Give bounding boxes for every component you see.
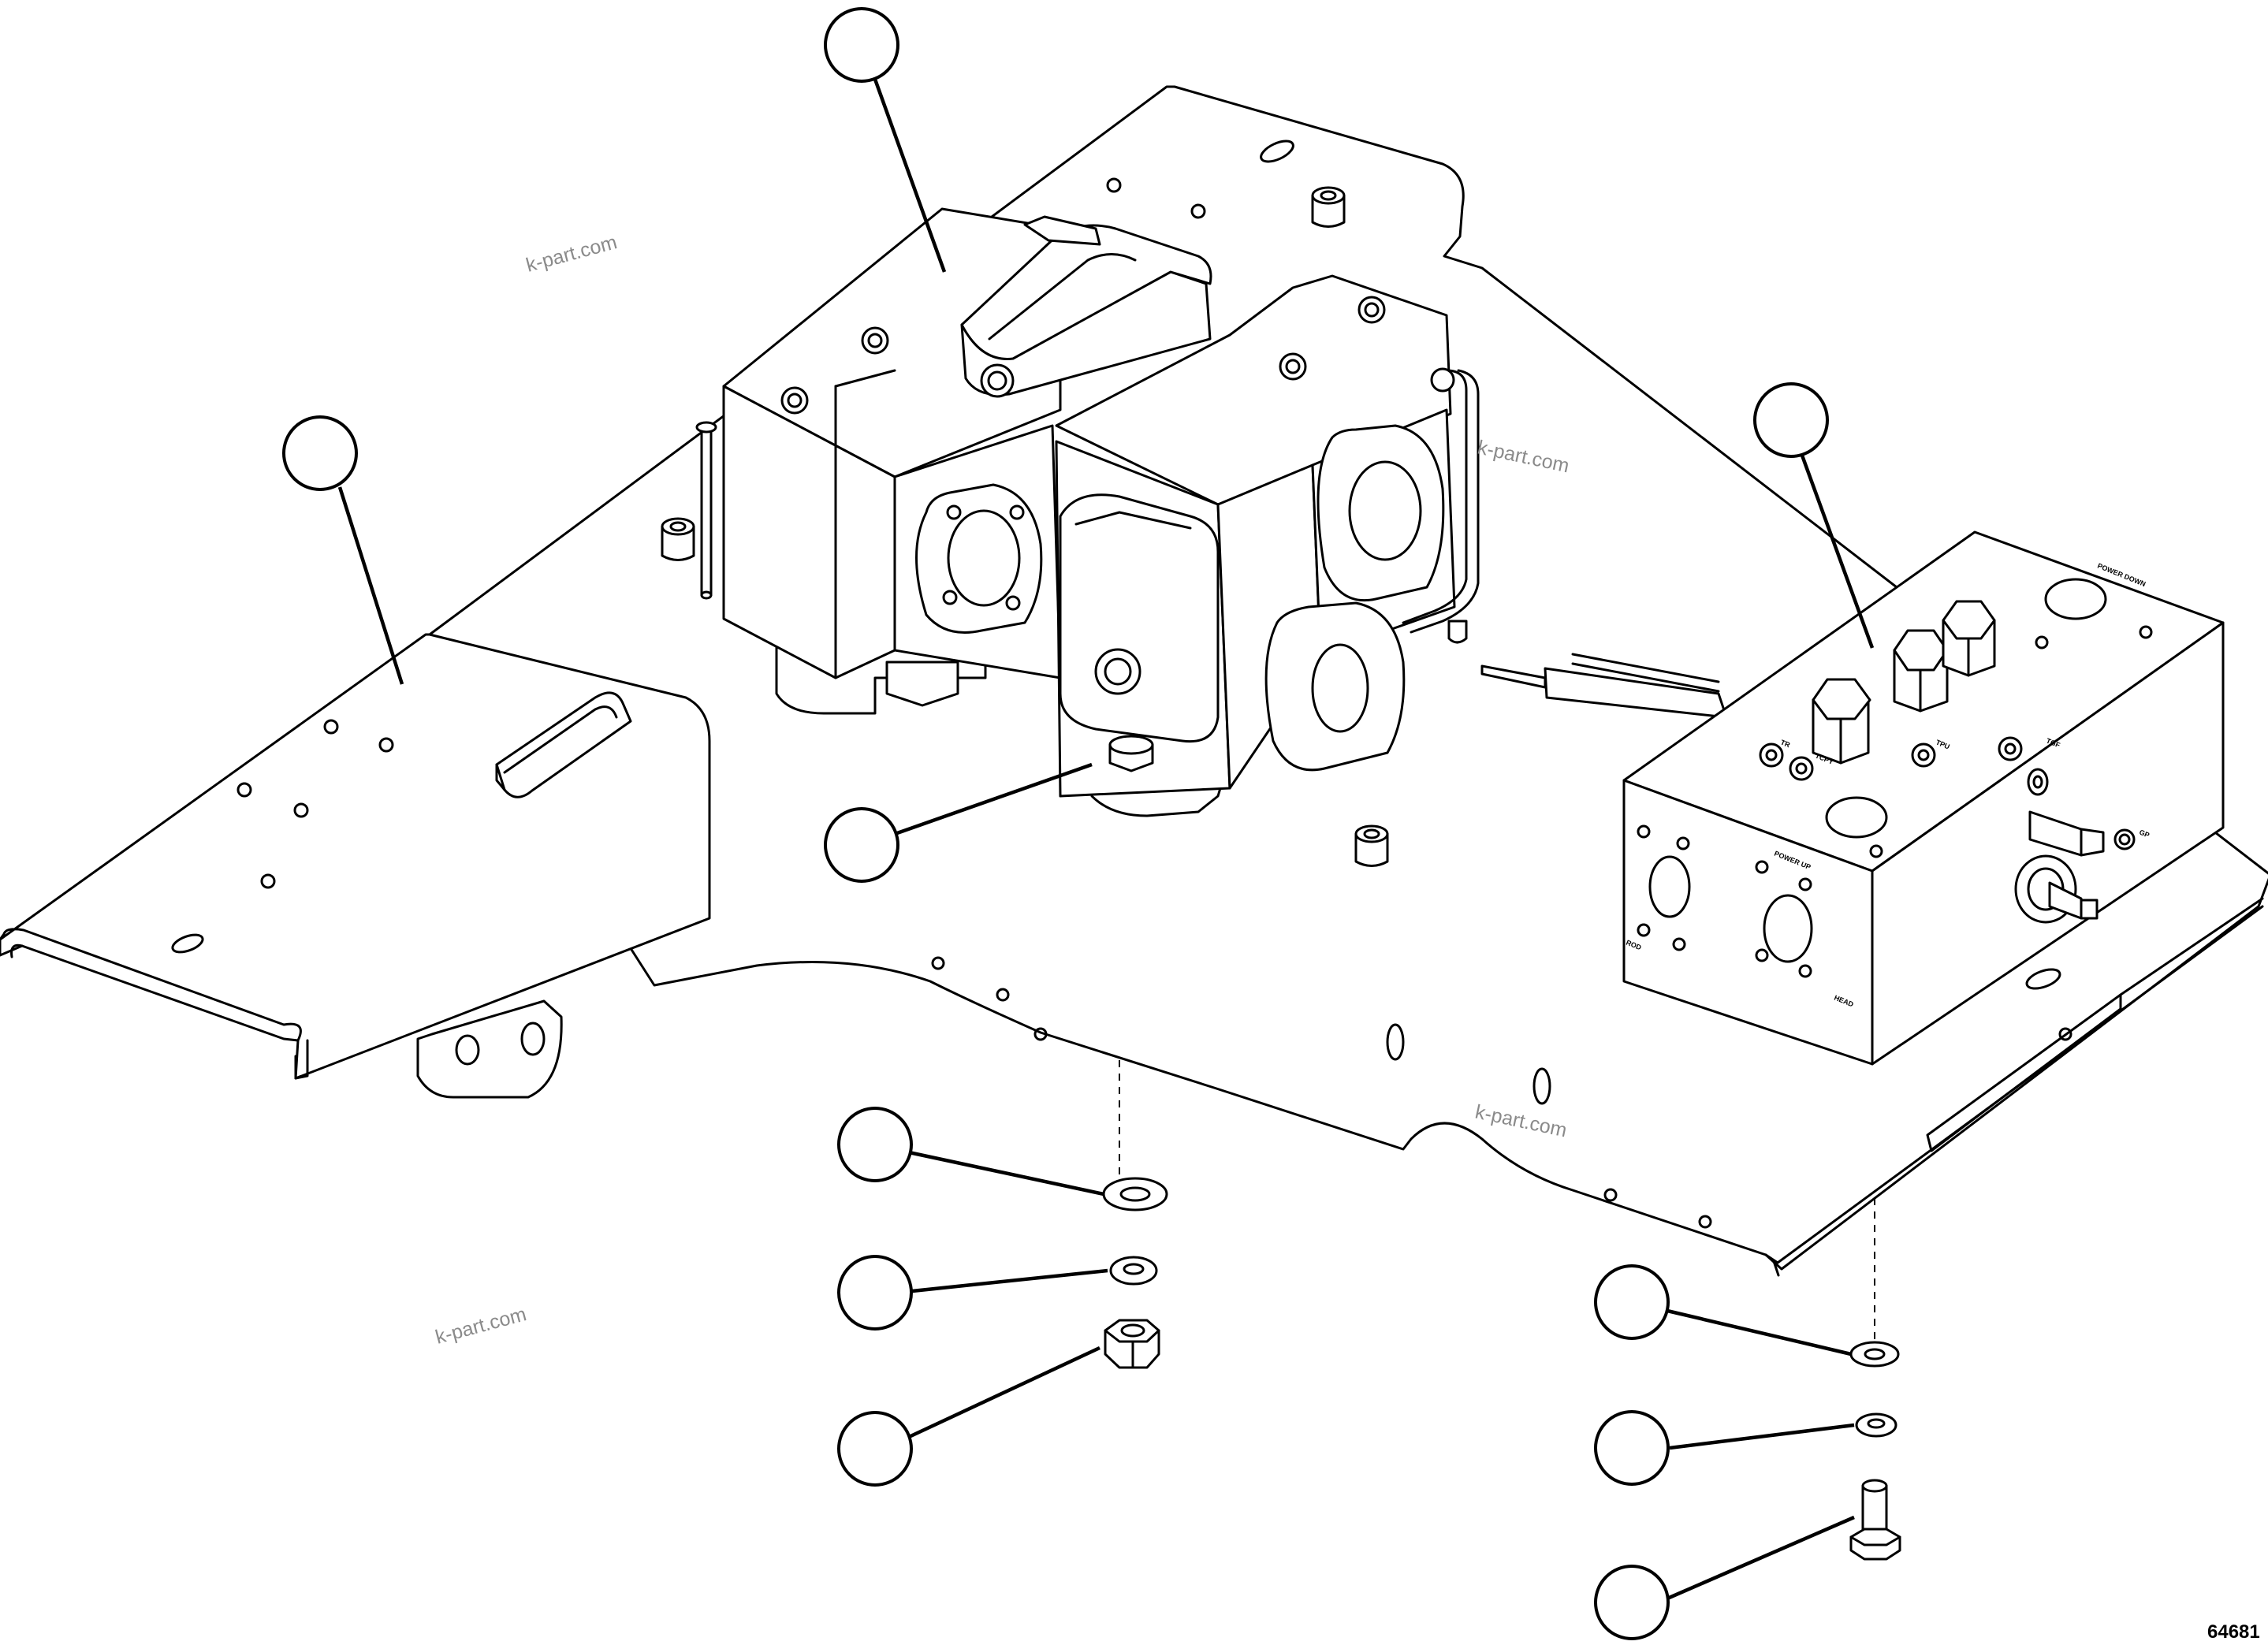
lock-washer-left xyxy=(1109,1256,1158,1286)
hex-bolt-lower xyxy=(1849,1479,1901,1561)
callout-mounting-plate xyxy=(282,415,358,491)
side-fitting-upper xyxy=(2027,768,2136,857)
hex-nut xyxy=(1104,1319,1160,1369)
callout-valve-bank xyxy=(824,7,899,83)
flat-washer-right xyxy=(1849,1341,1900,1368)
callout-hex-nut xyxy=(837,1411,913,1487)
watermark-1: k-part.com xyxy=(523,231,619,277)
side-fitting-lower xyxy=(2014,854,2099,924)
callout-hex-bolt-lower xyxy=(1594,1565,1670,1640)
label-gp: GP xyxy=(2138,828,2151,839)
left-formed-plate xyxy=(0,633,711,1080)
flat-washer-left xyxy=(1102,1177,1168,1211)
label-tr: TR xyxy=(1779,739,1791,750)
callout-flat-washer-left xyxy=(837,1107,913,1182)
spacer-top xyxy=(1311,186,1346,228)
callout-manifold-block xyxy=(1753,382,1829,458)
callout-flat-washer-right xyxy=(1594,1264,1670,1340)
callout-hex-bolt-upper xyxy=(824,807,899,883)
valve-bank xyxy=(695,207,1480,817)
spacer-center xyxy=(1354,824,1389,867)
manifold-block: POWER DOWN POWER UP ROD HEAD TR TCPY TPU… xyxy=(1480,530,2225,1066)
figure-number: 64681 xyxy=(2207,1621,2260,1643)
watermark-4: k-part.com xyxy=(433,1303,528,1349)
hex-cap-1 xyxy=(1812,678,1871,765)
hex-cap-2 xyxy=(1893,629,1949,713)
lock-washer-right xyxy=(1855,1412,1897,1438)
hex-cap-3 xyxy=(1942,600,1996,677)
callout-lock-washer-left xyxy=(837,1255,913,1331)
callout-lock-washer-right xyxy=(1594,1410,1670,1486)
spacer-left xyxy=(661,517,695,561)
